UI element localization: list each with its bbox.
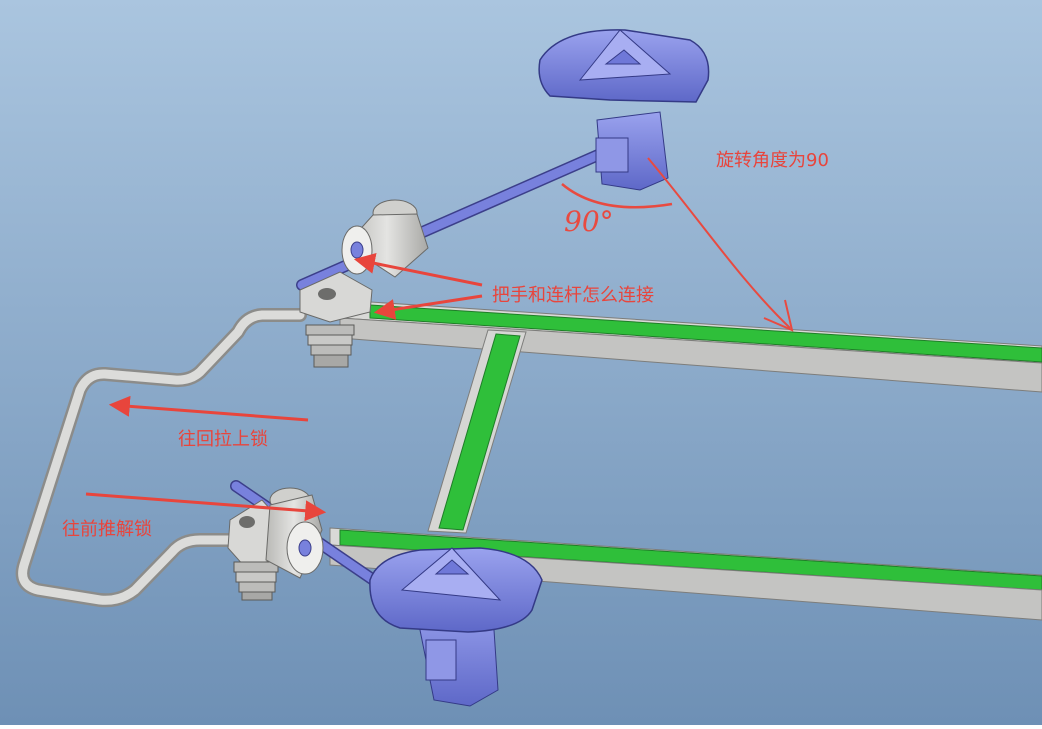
annotation-marks xyxy=(85,157,794,522)
angle-arc xyxy=(561,183,673,209)
cross-member xyxy=(427,329,527,534)
rotation-angle-label: 旋转角度为90 xyxy=(716,150,829,171)
handle-link-question-label: 把手和连杆怎么连接 xyxy=(492,285,654,306)
pull-arrow xyxy=(108,395,309,422)
rotation-pointer xyxy=(647,157,791,329)
handle-arrow-upper xyxy=(353,253,483,287)
upper-rail-green-strip xyxy=(369,304,1042,363)
handwritten-angle-mark: 90° xyxy=(564,205,614,238)
push-to-unlock-label: 往前推解锁 xyxy=(62,519,152,540)
lower-rail-green-strip xyxy=(339,529,1042,591)
upper-knob xyxy=(538,29,710,191)
pull-to-lock-label: 往回拉上锁 xyxy=(178,429,268,450)
lower-knob xyxy=(369,547,543,707)
handle-tube xyxy=(15,308,307,608)
push-arrow xyxy=(85,492,327,522)
upper-hinge-block xyxy=(299,271,373,368)
rotation-pointer-head xyxy=(763,299,794,332)
handle-arrow-lower xyxy=(373,294,483,320)
